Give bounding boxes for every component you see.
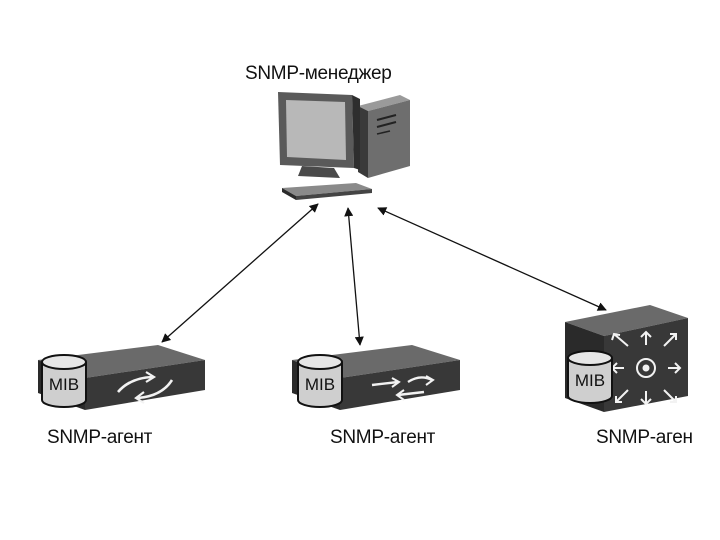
agent-3-label: SNMP-аген: [596, 427, 693, 448]
agent-device-3: MIB: [565, 305, 688, 412]
agent-1-mib-label: MIB: [49, 375, 79, 394]
link-manager-agent-3: [377, 207, 607, 311]
agent-2-label: SNMP-агент: [330, 427, 436, 448]
mib-database-icon: MIB: [297, 354, 343, 408]
agent-device-2: MIB: [292, 345, 460, 410]
tower-case-icon: [358, 95, 410, 178]
routing-arrows-icon: [117, 371, 174, 404]
switching-arrows-icon: [371, 375, 435, 401]
manager-label: SNMP-менеджер: [245, 63, 392, 84]
agent-3-mib-label: MIB: [575, 371, 605, 390]
agent-1-label: SNMP-агент: [47, 427, 153, 448]
mib-database-icon: MIB: [567, 350, 613, 404]
agent-device-1: MIB: [38, 345, 205, 410]
manager-computer: [278, 92, 410, 200]
link-manager-agent-2: [344, 207, 364, 346]
mib-database-icon: MIB: [41, 354, 87, 408]
agent-2-mib-label: MIB: [305, 375, 335, 394]
link-manager-agent-1: [161, 203, 319, 343]
multilayer-switch-icon: [610, 330, 682, 406]
monitor-icon: [278, 92, 360, 178]
keyboard-icon: [282, 183, 372, 200]
